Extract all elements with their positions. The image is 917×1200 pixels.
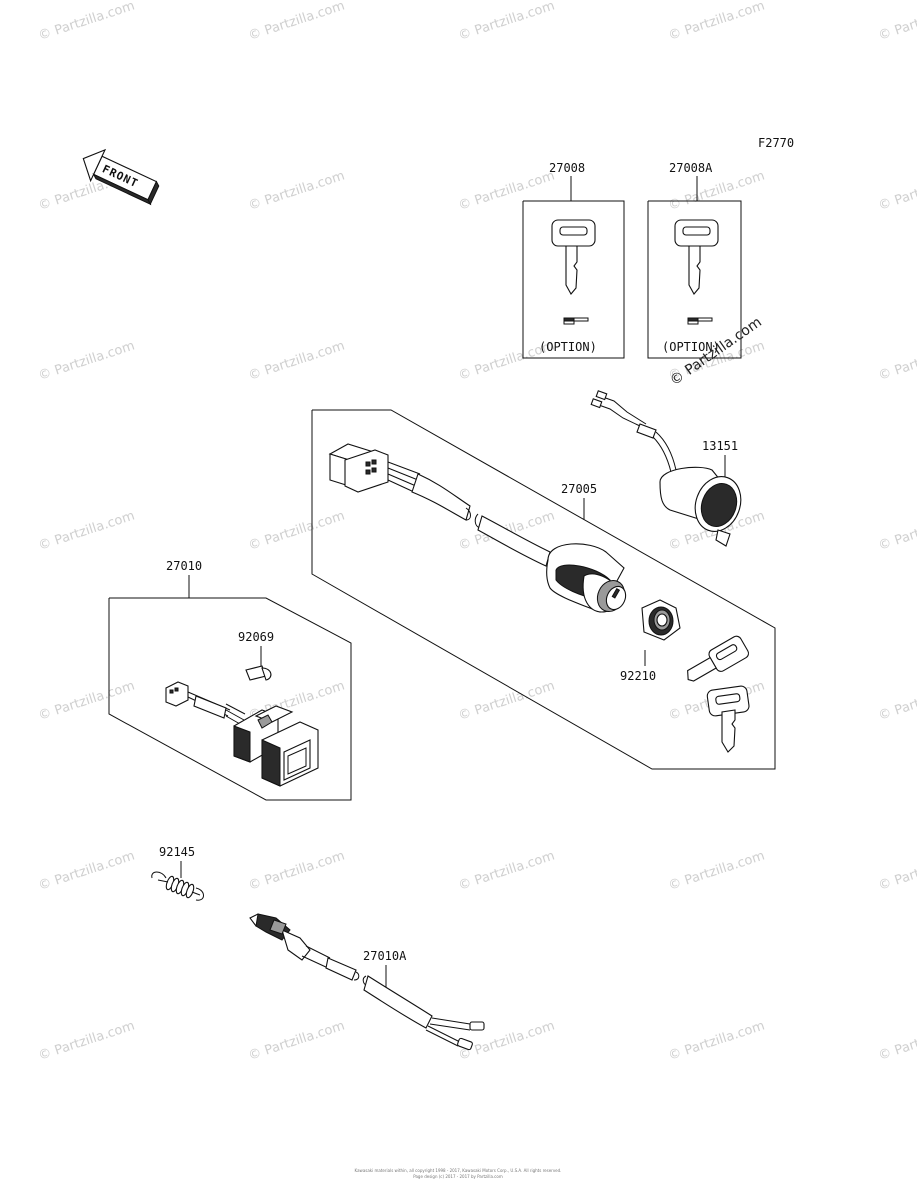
callout-27005: 27005 bbox=[561, 482, 597, 496]
key-cut-mark bbox=[687, 317, 713, 325]
harness-wires bbox=[301, 945, 485, 1051]
watermark-text: © Partzilla.com bbox=[247, 339, 347, 384]
watermark-text: © Partzilla.com bbox=[37, 339, 137, 384]
part-92145[interactable]: 92145 bbox=[151, 845, 204, 901]
watermark-text: © Partzilla.com bbox=[877, 679, 917, 724]
ignition-keys bbox=[687, 635, 750, 753]
callout-92069: 92069 bbox=[238, 630, 274, 644]
part-92069[interactable]: 92069 bbox=[238, 630, 274, 681]
watermark-text: © Partzilla.com bbox=[247, 509, 347, 554]
watermark-text: © Partzilla.com bbox=[457, 169, 557, 214]
callout-13151: 13151 bbox=[702, 439, 738, 453]
watermark-text: © Partzilla.com bbox=[37, 679, 137, 724]
watermark-text: © Partzilla.com bbox=[37, 849, 137, 894]
part-92210[interactable]: 92210 bbox=[620, 599, 681, 683]
watermark-text: © Partzilla.com bbox=[667, 1019, 767, 1064]
callout-27008A: 27008A bbox=[669, 161, 713, 175]
callout-27010A: 27010A bbox=[363, 949, 407, 963]
watermark-text: © Partzilla.com bbox=[877, 169, 917, 214]
watermark-text: © Partzilla.com bbox=[457, 0, 557, 44]
watermark-text: © Partzilla.com bbox=[247, 1019, 347, 1064]
watermark-text: © Partzilla.com bbox=[247, 849, 347, 894]
rocker-switch bbox=[233, 705, 319, 787]
watermark-text: © Partzilla.com bbox=[667, 0, 767, 44]
footer-copyright-2: Page design (c) 2017 - 2017 by Partzilla… bbox=[413, 1174, 503, 1179]
key-icon bbox=[551, 219, 596, 295]
watermark-text: © Partzilla.com bbox=[877, 849, 917, 894]
watermark-text: © Partzilla.com bbox=[37, 0, 137, 44]
watermark-text: © Partzilla.com bbox=[877, 0, 917, 44]
switch-body bbox=[546, 543, 627, 613]
front-arrow: FRONT bbox=[82, 148, 160, 206]
socket-body bbox=[659, 466, 742, 547]
option-label: (OPTION) bbox=[662, 340, 720, 354]
option-label: (OPTION) bbox=[539, 340, 597, 354]
key-icon bbox=[674, 219, 719, 295]
part-27005[interactable]: 27005 bbox=[311, 409, 776, 770]
connector-block bbox=[328, 443, 389, 493]
plug-head bbox=[249, 913, 311, 961]
key-27008[interactable]: 27008 (OPTION) bbox=[522, 161, 625, 359]
part-27010[interactable]: 27010 bbox=[108, 559, 352, 801]
figure-code: F2770 bbox=[758, 136, 794, 150]
watermark-text: © Partzilla.com bbox=[37, 509, 137, 554]
watermark-text: © Partzilla.com bbox=[37, 1019, 137, 1064]
part-13151[interactable]: 13151 bbox=[590, 390, 748, 547]
watermark-text: © Partzilla.com bbox=[457, 849, 557, 894]
watermark-text: © Partzilla.com bbox=[247, 169, 347, 214]
watermark-text: © Partzilla.com bbox=[877, 339, 917, 384]
callout-92145: 92145 bbox=[159, 845, 195, 859]
socket-wires bbox=[590, 390, 677, 473]
watermark-text: © Partzilla.com bbox=[667, 849, 767, 894]
key-cut-mark bbox=[563, 317, 589, 325]
key-27008A[interactable]: 27008A (OPTION) bbox=[647, 161, 742, 359]
watermark-text: © Partzilla.com bbox=[877, 509, 917, 554]
callout-92210: 92210 bbox=[620, 669, 656, 683]
footer-copyright-1: Kawasaki materials within, all copyright… bbox=[355, 1168, 562, 1173]
watermark-text: © Partzilla.com bbox=[667, 169, 767, 214]
switch-connector bbox=[165, 681, 246, 725]
part-27010A[interactable]: 27010A bbox=[249, 913, 485, 1051]
callout-27010: 27010 bbox=[166, 559, 202, 573]
watermark-grid: © Partzilla.com © Partzilla.com © Partzill… bbox=[37, 0, 917, 1064]
watermark-text: © Partzilla.com bbox=[877, 1019, 917, 1064]
callout-27008: 27008 bbox=[549, 161, 585, 175]
switch-harness bbox=[387, 461, 551, 567]
watermark-text: © Partzilla.com bbox=[247, 0, 347, 44]
spring-coils bbox=[165, 875, 195, 899]
